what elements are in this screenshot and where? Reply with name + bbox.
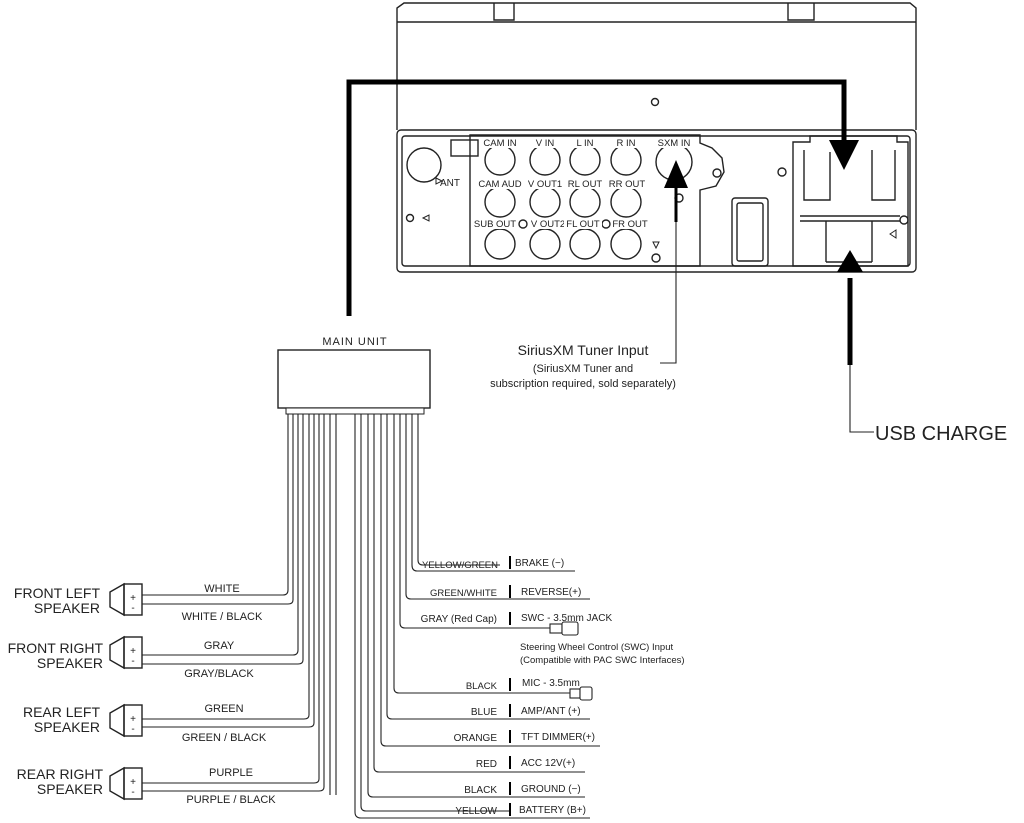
speaker-front-right: + - FRONT RIGHT SPEAKER GRAY GRAY/BLACK [8, 635, 254, 680]
port-label: RR OUT [609, 179, 646, 190]
speaker-label: REAR RIGHT [17, 766, 104, 782]
wire-color-label: GREEN / BLACK [182, 732, 267, 744]
rca-port [610, 144, 642, 176]
main-unit-connector: MAIN UNIT [277, 336, 431, 415]
arrow-up-icon [837, 250, 863, 272]
speaker-label: REAR LEFT [23, 704, 100, 720]
speaker-rear-left: + - REAR LEFT SPEAKER GREEN GREEN / BLAC… [23, 703, 267, 744]
minus-sign: - [131, 603, 134, 614]
port-label: V IN [536, 138, 555, 149]
port-label: V OUT1 [528, 179, 562, 190]
rca-port [569, 186, 601, 218]
rca-port [484, 228, 516, 260]
jack-icon [569, 688, 581, 699]
port-label: FL OUT [566, 219, 600, 230]
wire-color-label: GREEN/WHITE [430, 588, 497, 599]
wire-color-label: BLUE [471, 707, 497, 718]
wire-function-label: SWC - 3.5mm JACK [521, 613, 612, 624]
port-label: R IN [617, 138, 636, 149]
arrow-down-icon [829, 140, 859, 170]
minus-sign: - [131, 724, 134, 735]
port-label: CAM AUD [478, 179, 521, 190]
port-label: CAM IN [483, 138, 516, 149]
plus-sign: + [130, 777, 136, 788]
wire-color-label: WHITE / BLACK [182, 611, 263, 623]
port-label: V OUT2 [531, 219, 565, 230]
plus-sign: + [130, 593, 136, 604]
wire-color-label: ORANGE [454, 733, 498, 744]
usb-charge-label: USB CHARGE [875, 423, 1007, 445]
wire-function-label: BRAKE (−) [515, 558, 564, 569]
wire-color-label: GRAY (Red Cap) [421, 614, 497, 625]
rca-port [529, 186, 561, 218]
sxm-title: SiriusXM Tuner Input [518, 342, 649, 358]
swc-note-line: Steering Wheel Control (SWC) Input [520, 642, 673, 653]
wire-color-label: PURPLE [209, 767, 253, 779]
rca-port [610, 228, 642, 260]
wire-function-label: REVERSE(+) [521, 587, 581, 598]
speaker-front-left: + - FRONT LEFT SPEAKER WHITE WHITE / BLA… [14, 582, 263, 623]
rca-port [529, 228, 561, 260]
rca-port [484, 144, 516, 176]
sxm-note-line: (SiriusXM Tuner and [533, 363, 633, 375]
usb-cable: USB CHARGE [837, 250, 1007, 445]
plus-sign: + [130, 714, 136, 725]
speaker-label: FRONT LEFT [14, 585, 101, 601]
port-label: SXM IN [658, 138, 691, 149]
wire-function-label: GROUND (−) [521, 784, 581, 795]
head-unit-chassis: ANT [396, 2, 917, 273]
wire-function-label: ACC 12V(+) [521, 758, 575, 769]
jack-icon [549, 623, 563, 634]
port-labels: CAM IN V IN L IN R IN SXM IN CAM AUD V O… [474, 137, 694, 230]
wire-function-label: TFT DIMMER(+) [521, 732, 595, 743]
wire-color-label: PURPLE / BLACK [186, 794, 276, 806]
port-label: RL OUT [568, 179, 603, 190]
wire-color-label: BLACK [466, 681, 498, 692]
wire-color-label: YELLOW/GREEN [422, 560, 498, 571]
wire-color-label: BLACK [464, 785, 497, 796]
port-label: SUB OUT [474, 219, 516, 230]
right-wire-labels: YELLOW/GREEN BRAKE (−) GREEN/WHITE REVER… [421, 556, 685, 819]
ant-label: ANT [440, 178, 460, 189]
minus-sign: - [131, 656, 134, 667]
speaker-label: SPEAKER [34, 719, 100, 735]
wire-color-label: GREEN [204, 703, 243, 715]
rca-port [610, 186, 642, 218]
wire-color-label: GRAY [204, 640, 235, 652]
wire-function-label: MIC - 3.5mm [522, 678, 580, 689]
rca-port [569, 144, 601, 176]
speaker-label: FRONT RIGHT [8, 640, 104, 656]
wire-function-label: BATTERY (B+) [519, 805, 586, 816]
swc-note-line: (Compatible with PAC SWC Interfaces) [520, 655, 685, 666]
sxm-callout: SiriusXM Tuner Input (SiriusXM Tuner and… [490, 160, 688, 390]
port-label: L IN [576, 138, 593, 149]
rca-port [529, 144, 561, 176]
rca-port [569, 228, 601, 260]
wire-color-label: RED [476, 759, 497, 770]
minus-sign: - [131, 787, 134, 798]
harness-cable [346, 79, 859, 316]
port-label: FR OUT [612, 219, 648, 230]
plus-sign: + [130, 646, 136, 657]
speaker-label: SPEAKER [37, 781, 103, 797]
wire-color-label: GRAY/BLACK [184, 668, 254, 680]
speaker-label: SPEAKER [34, 600, 100, 616]
main-unit-label: MAIN UNIT [322, 336, 387, 348]
speaker-label: SPEAKER [37, 655, 103, 671]
wire-function-label: AMP/ANT (+) [521, 706, 581, 717]
wire-color-label: WHITE [204, 583, 239, 595]
speaker-rear-right: + - REAR RIGHT SPEAKER PURPLE PURPLE / B… [17, 766, 277, 806]
wire-bundle [142, 414, 510, 819]
sxm-note-line: subscription required, sold separately) [490, 378, 676, 390]
rca-port [484, 186, 516, 218]
wire-color-label: YELLOW [455, 806, 497, 817]
arrow-up-icon [664, 160, 688, 188]
rca-ports [484, 143, 693, 260]
antenna-jack [406, 147, 442, 183]
